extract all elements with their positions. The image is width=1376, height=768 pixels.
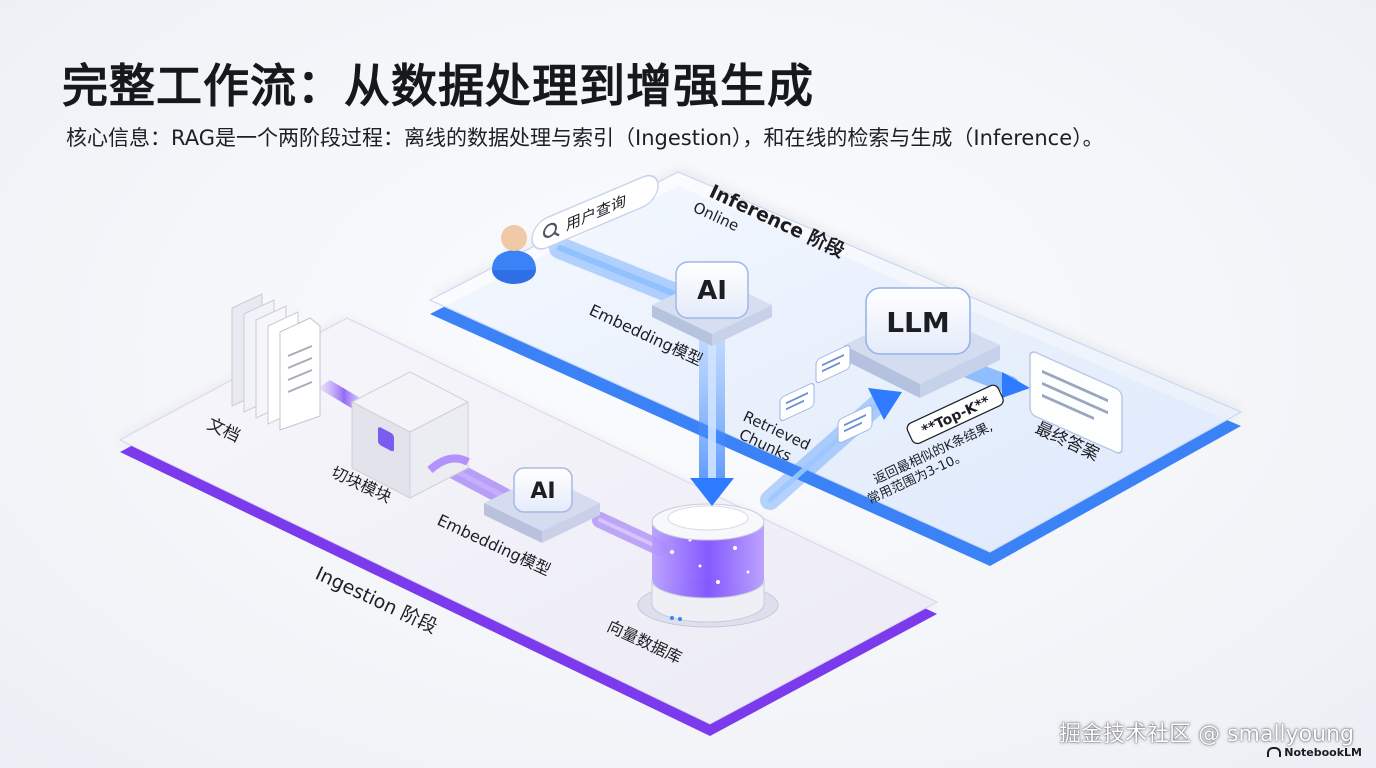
inference-embedding-model-icon: AI (652, 261, 772, 346)
inference-ai-text: AI (697, 276, 727, 306)
page-title: 完整工作流：从数据处理到增强生成 (62, 59, 814, 113)
llm-icon: LLM (844, 287, 1000, 398)
retrieved-chunks-icon (779, 345, 873, 444)
page-subtitle: 核心信息：RAG是一个两阶段过程：离线的数据处理与索引（Ingestion），和… (66, 126, 1104, 150)
search-icon (543, 222, 557, 238)
document-stack-icon (231, 293, 321, 431)
chunking-module-icon (350, 371, 470, 499)
vector-database-icon (637, 503, 779, 628)
final-answer-panel-icon (1029, 351, 1123, 454)
notebooklm-icon (1267, 747, 1282, 757)
llm-text: LLM (886, 306, 950, 339)
watermark: 掘金技术社区 @ smallyoung (1059, 722, 1354, 747)
brand-logo: NotebookLM (1267, 746, 1362, 759)
user-avatar (492, 225, 536, 284)
ingestion-ai-text: AI (530, 479, 555, 504)
ingestion-embedding-model-icon: AI (484, 467, 600, 543)
brand-name: NotebookLM (1284, 746, 1362, 759)
